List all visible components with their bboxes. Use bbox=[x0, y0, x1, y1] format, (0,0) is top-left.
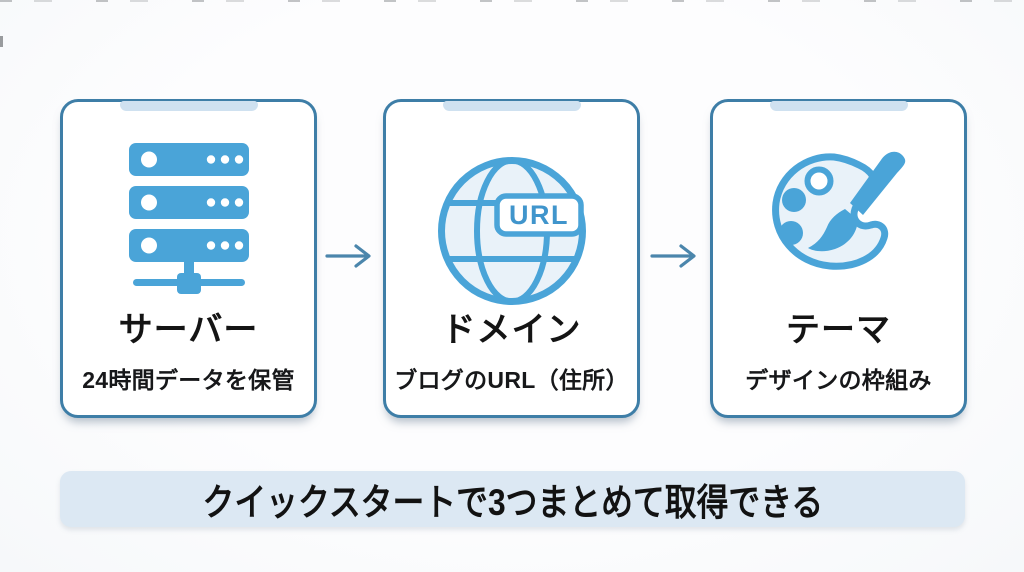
palette-icon-wrap bbox=[713, 102, 964, 311]
globe-icon-wrap: URL bbox=[386, 102, 637, 311]
card-domain-title: ドメイン bbox=[441, 311, 582, 349]
card-server-title: サーバー bbox=[118, 311, 259, 349]
palette-brush-icon bbox=[771, 151, 905, 270]
top-edge-artifact bbox=[0, 0, 1024, 2]
card-theme: テーマ デザインの枠組み bbox=[710, 99, 967, 418]
quickstart-banner-text: クイックスタートで3つまとめて取得できる bbox=[202, 482, 823, 523]
card-tab-highlight bbox=[119, 101, 258, 111]
arrow-right-icon bbox=[325, 244, 371, 268]
left-edge-artifact bbox=[0, 36, 3, 47]
arrow-right-icon bbox=[650, 244, 696, 268]
card-theme-subtitle: デザインの枠組み bbox=[745, 367, 932, 394]
card-theme-title: テーマ bbox=[786, 311, 891, 349]
quickstart-banner: クイックスタートで3つまとめて取得できる bbox=[60, 471, 965, 527]
card-server: サーバー 24時間データを保管 bbox=[60, 99, 317, 418]
server-icon bbox=[128, 143, 249, 294]
card-tab-highlight bbox=[442, 101, 581, 111]
card-server-subtitle: 24時間データを保管 bbox=[82, 367, 295, 394]
server-icon-wrap bbox=[63, 102, 314, 311]
card-domain-subtitle: ブログのURL（住所） bbox=[394, 367, 629, 394]
url-badge-label: URL bbox=[509, 200, 569, 230]
globe-url-icon: URL bbox=[437, 157, 586, 305]
card-domain: URL ドメイン ブログのURL（住所） bbox=[383, 99, 640, 418]
url-badge bbox=[493, 193, 584, 237]
card-tab-highlight bbox=[769, 101, 908, 111]
